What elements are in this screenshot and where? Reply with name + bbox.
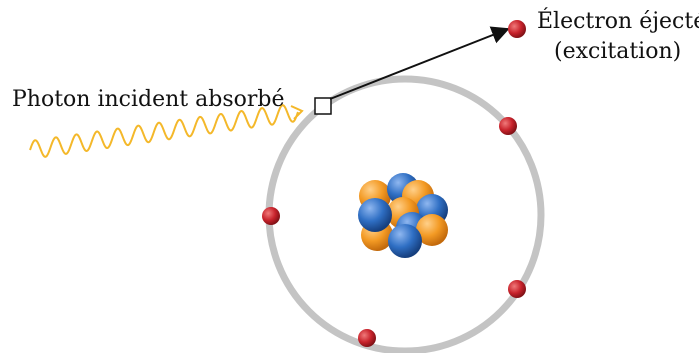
photon-label: Photon incident absorbé	[12, 87, 285, 112]
absorption-point-marker	[314, 97, 332, 115]
photon-wave	[29, 104, 304, 158]
orbit-electron	[358, 329, 376, 347]
nucleus	[358, 173, 448, 258]
electron-label-line2: (excitation)	[554, 39, 681, 64]
electron-label-line1: Électron éjecté	[537, 7, 699, 34]
proton	[416, 214, 448, 246]
ejection-arrow	[329, 26, 510, 100]
ejected-electron	[508, 20, 526, 38]
orbit-electron	[499, 117, 517, 135]
orbit-electron	[262, 207, 280, 225]
orbit-electron	[508, 280, 526, 298]
neutron	[358, 198, 392, 232]
neutron	[388, 224, 422, 258]
